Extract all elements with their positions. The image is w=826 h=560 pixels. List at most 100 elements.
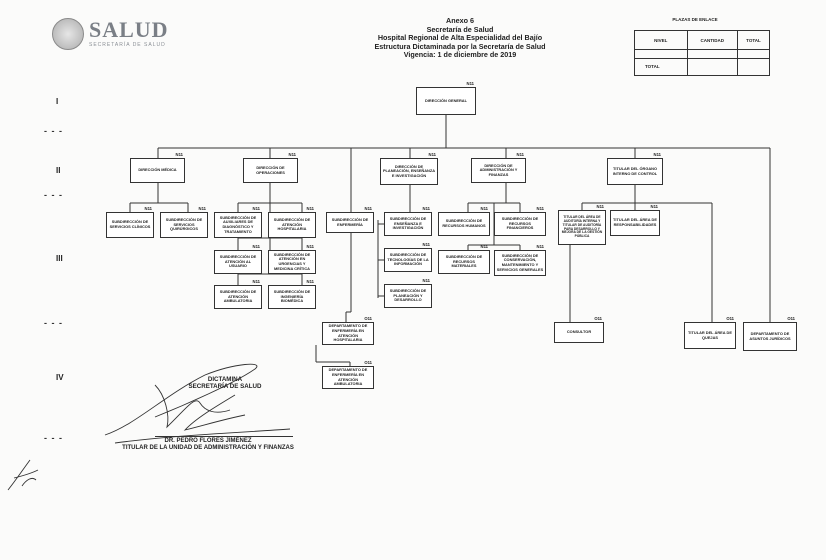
box-label: SUBDIRECCIÓN DE PLANEACIÓN Y DESARROLLO bbox=[389, 288, 427, 303]
box-label: DIRECCIÓN DE ADMINISTRACIÓN Y FINANZAS bbox=[479, 162, 518, 177]
box-label: TITULAR DEL ÓRGANO INTERNO DE CONTROL bbox=[612, 165, 658, 176]
box-code: N11 bbox=[650, 204, 658, 209]
box-code: N11 bbox=[596, 204, 604, 209]
handwritten-initials bbox=[7, 459, 39, 491]
box-consultor: O11 CONSULTOR bbox=[554, 316, 604, 343]
box-subdireccion-urgencias: N11 SUBDIRECCIÓN DE ATENCIÓN EN URGENCIA… bbox=[268, 244, 316, 274]
box-code: N11 bbox=[306, 279, 314, 284]
box-code: O11 bbox=[364, 360, 372, 365]
box-subdireccion-auxiliares: N11 SUBDIRECCIÓN DE AUXILIARES DE DIAGNÓ… bbox=[214, 206, 262, 238]
box-direccion-administracion: N11 DIRECCIÓN DE ADMINISTRACIÓN Y FINANZ… bbox=[471, 152, 526, 183]
box-label: SUBDIRECCIÓN DE ATENCIÓN HOSPITALARIA bbox=[273, 217, 311, 232]
box-code: N11 bbox=[653, 152, 661, 157]
box-code: N11 bbox=[422, 206, 430, 211]
box-subdireccion-enfermeria: N11 SUBDIRECCIÓN DE ENFERMERÍA bbox=[326, 206, 374, 233]
plazas-header-cantidad: CANTIDAD bbox=[686, 29, 738, 51]
box-label: SUBDIRECCIÓN DE RECURSOS MATERIALES bbox=[445, 254, 483, 269]
box-label: SUBDIRECCIÓN DE INGENIERÍA BIOMÉDICA bbox=[273, 289, 311, 304]
document-header: Anexo 6 Secretaría de Salud Hospital Reg… bbox=[330, 16, 590, 60]
box-direccion-general: N11 DIRECCIÓN GENERAL bbox=[416, 81, 476, 115]
box-departamento-enfermeria-hospitalaria: O11 DEPARTAMENTO DE ENFERMERÍA EN ATENCI… bbox=[322, 316, 374, 345]
level-iv: IV bbox=[56, 373, 64, 382]
level-iii: III bbox=[56, 254, 63, 263]
box-code: O11 bbox=[364, 316, 372, 321]
box-code: N11 bbox=[466, 81, 474, 86]
level-divider: - - - bbox=[44, 126, 63, 136]
box-subdireccion-ensenanza: N11 SUBDIRECCIÓN DE ENSEÑANZA E INVESTIG… bbox=[384, 206, 432, 236]
logo-subtitle: SECRETARÍA DE SALUD bbox=[89, 42, 166, 48]
box-code: N11 bbox=[306, 244, 314, 249]
dictamina-stamp: DICTAMINA SECRETARÍA DE SALUD bbox=[160, 376, 290, 391]
annex-title: Anexo 6 bbox=[446, 16, 474, 25]
box-label: SUBDIRECCIÓN DE CONSERVACIÓN, MANTENIMIE… bbox=[496, 252, 544, 272]
box-label: SUBDIRECCIÓN DE ENFERMERÍA bbox=[331, 216, 369, 227]
plazas-cell bbox=[686, 57, 738, 77]
handwritten-signature bbox=[104, 363, 291, 444]
box-label: TITULAR DEL ÁREA DE QUEJAS bbox=[688, 329, 732, 340]
box-subdireccion-quirurgicos: N11 SUBDIRECCIÓN DE SERVICIOS QUIRÚRGICO… bbox=[160, 206, 208, 238]
box-direccion-medica: N11 DIRECCIÓN MÉDICA bbox=[130, 152, 185, 183]
box-code: N11 bbox=[198, 206, 206, 211]
box-code: N11 bbox=[252, 279, 260, 284]
box-subdireccion-recursos-humanos: N11 SUBDIRECCIÓN DE RECURSOS HUMANOS bbox=[438, 206, 490, 236]
level-i: I bbox=[56, 97, 59, 106]
box-subdireccion-usuario: N11 SUBDIRECCIÓN DE ATENCIÓN AL USUARIO bbox=[214, 244, 262, 274]
box-label: CONSULTOR bbox=[566, 329, 592, 335]
box-code: N11 bbox=[428, 152, 436, 157]
box-code: N11 bbox=[536, 244, 544, 249]
box-label: DIRECCIÓN GENERAL bbox=[425, 97, 467, 103]
box-departamento-enfermeria-ambulatoria: O11 DEPARTAMENTO DE ENFERMERÍA EN ATENCI… bbox=[322, 360, 374, 389]
box-titular-quejas: O11 TITULAR DEL ÁREA DE QUEJAS bbox=[684, 316, 736, 349]
plazas-header-total: TOTAL bbox=[736, 29, 771, 51]
box-subdireccion-clinicos: N11 SUBDIRECCIÓN DE SERVICIOS CLÍNICOS bbox=[106, 206, 154, 238]
box-subdireccion-recursos-financieros: N11 SUBDIRECCIÓN DE RECURSOS FINANCIEROS bbox=[494, 206, 546, 236]
level-divider: - - - bbox=[44, 318, 63, 328]
box-subdireccion-tecnologias: N11 SUBDIRECCIÓN DE TECNOLOGÍAS DE LA IN… bbox=[384, 242, 432, 272]
box-subdireccion-ambulatoria: N11 SUBDIRECCIÓN DE ATENCIÓN AMBULATORIA bbox=[214, 279, 262, 309]
box-code: N11 bbox=[536, 206, 544, 211]
box-subdireccion-biomedica: N11 SUBDIRECCIÓN DE INGENIERÍA BIOMÉDICA bbox=[268, 279, 316, 309]
logo-wordmark: SALUD bbox=[89, 17, 169, 42]
validity-title: Vigencia: 1 de diciembre de 2019 bbox=[403, 50, 517, 60]
signer-name: DR. PEDRO FLORES JIMÉNEZ bbox=[164, 438, 252, 444]
box-code: N11 bbox=[306, 206, 314, 211]
signer-title: TITULAR DE LA UNIDAD DE ADMINISTRACIÓN Y… bbox=[122, 445, 294, 452]
box-code: N11 bbox=[252, 244, 260, 249]
stamp-line-1: DICTAMINA bbox=[207, 376, 243, 383]
level-ii: II bbox=[56, 166, 61, 175]
box-label: DEPARTAMENTO DE ASUNTOS JURÍDICOS bbox=[749, 330, 791, 341]
box-code: N11 bbox=[144, 206, 152, 211]
level-divider: - - - bbox=[44, 190, 63, 200]
box-code: N11 bbox=[288, 152, 296, 157]
box-label: SUBDIRECCIÓN DE SERVICIOS QUIRÚRGICOS bbox=[165, 217, 203, 232]
structure-title: Estructura Dictaminada por la Secretaría… bbox=[374, 41, 546, 51]
box-label: SUBDIRECCIÓN DE TECNOLOGÍAS DE LA INFORM… bbox=[387, 252, 429, 267]
box-label: TITULAR DEL ÁREA DE AUDITORÍA INTERNA Y … bbox=[561, 214, 603, 239]
box-label: DIRECCIÓN DE OPERACIONES bbox=[256, 164, 285, 175]
box-label: SUBDIRECCIÓN DE ATENCIÓN AMBULATORIA bbox=[219, 289, 257, 304]
stamp-line-2: SECRETARÍA DE SALUD bbox=[188, 383, 262, 391]
box-departamento-juridicos: O11 DEPARTAMENTO DE ASUNTOS JURÍDICOS bbox=[743, 316, 797, 351]
box-code: N11 bbox=[516, 152, 524, 157]
plazas-cell bbox=[736, 57, 771, 77]
box-direccion-operaciones: N11 DIRECCIÓN DE OPERACIONES bbox=[243, 152, 298, 183]
signature-line bbox=[155, 436, 293, 437]
box-code: N11 bbox=[422, 278, 430, 283]
national-seal-icon bbox=[52, 18, 84, 50]
box-label: DEPARTAMENTO DE ENFERMERÍA EN ATENCIÓN A… bbox=[328, 367, 368, 387]
box-label: SUBDIRECCIÓN DE RECURSOS FINANCIEROS bbox=[501, 216, 539, 231]
box-label: SUBDIRECCIÓN DE RECURSOS HUMANOS bbox=[442, 218, 486, 228]
box-subdireccion-hospitalaria: N11 SUBDIRECCIÓN DE ATENCIÓN HOSPITALARI… bbox=[268, 206, 316, 238]
box-code: N11 bbox=[480, 244, 488, 249]
signer-block: DR. PEDRO FLORES JIMÉNEZ TITULAR DE LA U… bbox=[108, 438, 308, 452]
box-label: SUBDIRECCIÓN DE SERVICIOS CLÍNICOS bbox=[109, 219, 151, 229]
plazas-table: NIVEL CANTIDAD TOTAL TOTAL bbox=[634, 29, 771, 77]
box-code: N11 bbox=[364, 206, 372, 211]
box-titular-auditoria: N11 TITULAR DEL ÁREA DE AUDITORÍA INTERN… bbox=[558, 204, 606, 245]
box-subdireccion-recursos-materiales: N11 SUBDIRECCIÓN DE RECURSOS MATERIALES bbox=[438, 244, 490, 274]
box-direccion-planeacion: N11 DIRECCIÓN DE PLANEACIÓN, ENSEÑANZA E… bbox=[380, 152, 438, 185]
box-code: N11 bbox=[175, 152, 183, 157]
plazas-caption: PLAZAS DE ENLACE bbox=[672, 17, 718, 22]
box-titular-responsabilidades: N11 TITULAR DEL ÁREA DE RESPONSABILIDADE… bbox=[610, 204, 660, 236]
